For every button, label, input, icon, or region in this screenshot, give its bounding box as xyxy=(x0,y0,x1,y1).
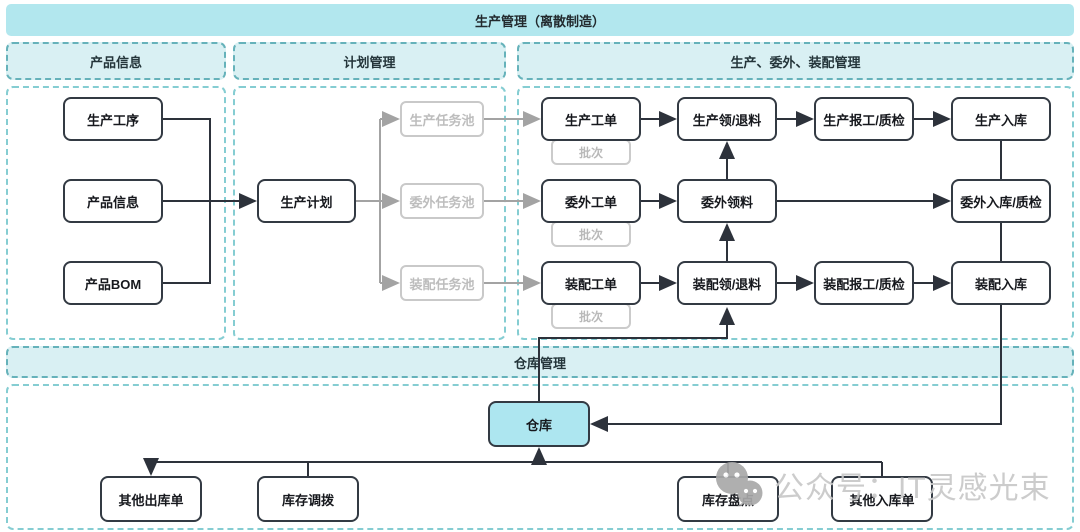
node-outsourcing-batch: 批次 xyxy=(551,221,631,247)
edges-warehouse-flows xyxy=(143,305,1002,476)
node-outsourcing-issue: 委外领料 xyxy=(677,179,777,223)
node-inventory-transfer-label: 库存调拨 xyxy=(281,492,334,508)
node-stocktaking-label: 库存盘点 xyxy=(701,492,754,508)
node-assembly-batch: 批次 xyxy=(551,303,631,329)
header-product-info: 产品信息 xyxy=(6,42,226,80)
top-banner: 生产管理（离散制造） xyxy=(6,4,1074,36)
node-production-inbound-label: 生产入库 xyxy=(974,112,1027,128)
header-production-management-label: 生产、委外、装配管理 xyxy=(730,54,861,70)
node-warehouse: 仓库 xyxy=(488,401,590,447)
node-production-report-qc: 生产报工/质检 xyxy=(814,97,914,141)
node-assembly-batch-label: 批次 xyxy=(578,309,603,324)
node-assembly-order-label: 装配工单 xyxy=(564,276,617,292)
edges-product-to-plan xyxy=(163,118,257,284)
node-production-issue-return-label: 生产领/退料 xyxy=(692,112,762,128)
node-production-issue-return: 生产领/退料 xyxy=(677,97,777,141)
node-assembly-order: 装配工单 xyxy=(541,261,641,305)
node-production-order: 生产工单 xyxy=(541,97,641,141)
node-production-batch-label: 批次 xyxy=(578,145,603,160)
node-warehouse-label: 仓库 xyxy=(525,417,552,433)
node-production-batch: 批次 xyxy=(551,139,631,165)
node-outsourcing-task-pool: 委外任务池 xyxy=(400,183,484,219)
node-assembly-issue-return: 装配领/退料 xyxy=(677,261,777,305)
node-inventory-transfer: 库存调拨 xyxy=(257,476,359,522)
header-product-info-label: 产品信息 xyxy=(89,54,142,70)
header-plan-management: 计划管理 xyxy=(233,42,506,80)
node-stocktaking: 库存盘点 xyxy=(677,476,779,522)
node-outsourcing-task-pool-label: 委外任务池 xyxy=(409,194,475,210)
node-other-outbound-order: 其他出库单 xyxy=(100,476,202,522)
node-outsourcing-issue-label: 委外领料 xyxy=(700,194,753,210)
edges-production-rows xyxy=(641,111,1002,291)
node-assembly-inbound-label: 装配入库 xyxy=(974,276,1027,292)
header-production-management: 生产、委外、装配管理 xyxy=(517,42,1074,80)
node-outsourcing-inbound-qc-label: 委外入库/质检 xyxy=(960,194,1042,210)
node-product-info: 产品信息 xyxy=(63,179,163,223)
node-production-process-label: 生产工序 xyxy=(86,112,139,128)
node-outsourcing-batch-label: 批次 xyxy=(578,227,603,242)
node-production-process: 生产工序 xyxy=(63,97,163,141)
node-production-task-pool-label: 生产任务池 xyxy=(409,112,475,128)
node-assembly-report-qc: 装配报工/质检 xyxy=(814,261,914,305)
edges-plan-to-pools xyxy=(356,111,541,291)
node-assembly-inbound: 装配入库 xyxy=(951,261,1051,305)
node-assembly-issue-return-label: 装配领/退料 xyxy=(692,276,762,292)
node-production-inbound: 生产入库 xyxy=(951,97,1051,141)
node-product-bom-label: 产品BOM xyxy=(84,276,142,292)
node-outsourcing-order: 委外工单 xyxy=(541,179,641,223)
node-production-order-label: 生产工单 xyxy=(564,112,617,128)
node-production-report-qc-label: 生产报工/质检 xyxy=(823,112,905,128)
node-outsourcing-inbound-qc: 委外入库/质检 xyxy=(951,179,1051,223)
top-banner-title: 生产管理（离散制造） xyxy=(474,13,605,29)
node-other-inbound-order: 其他入库单 xyxy=(831,476,933,522)
node-assembly-task-pool-label: 装配任务池 xyxy=(409,276,475,292)
node-other-outbound-order-label: 其他出库单 xyxy=(118,492,184,508)
node-production-plan-label: 生产计划 xyxy=(280,194,333,210)
node-outsourcing-order-label: 委外工单 xyxy=(564,194,617,210)
node-product-bom: 产品BOM xyxy=(63,261,163,305)
node-other-inbound-order-label: 其他入库单 xyxy=(849,492,915,508)
header-plan-management-label: 计划管理 xyxy=(343,54,396,70)
node-assembly-report-qc-label: 装配报工/质检 xyxy=(823,276,905,292)
node-assembly-task-pool: 装配任务池 xyxy=(400,265,484,301)
node-product-info-label: 产品信息 xyxy=(86,194,139,210)
node-production-plan: 生产计划 xyxy=(257,179,356,223)
node-production-task-pool: 生产任务池 xyxy=(400,101,484,137)
